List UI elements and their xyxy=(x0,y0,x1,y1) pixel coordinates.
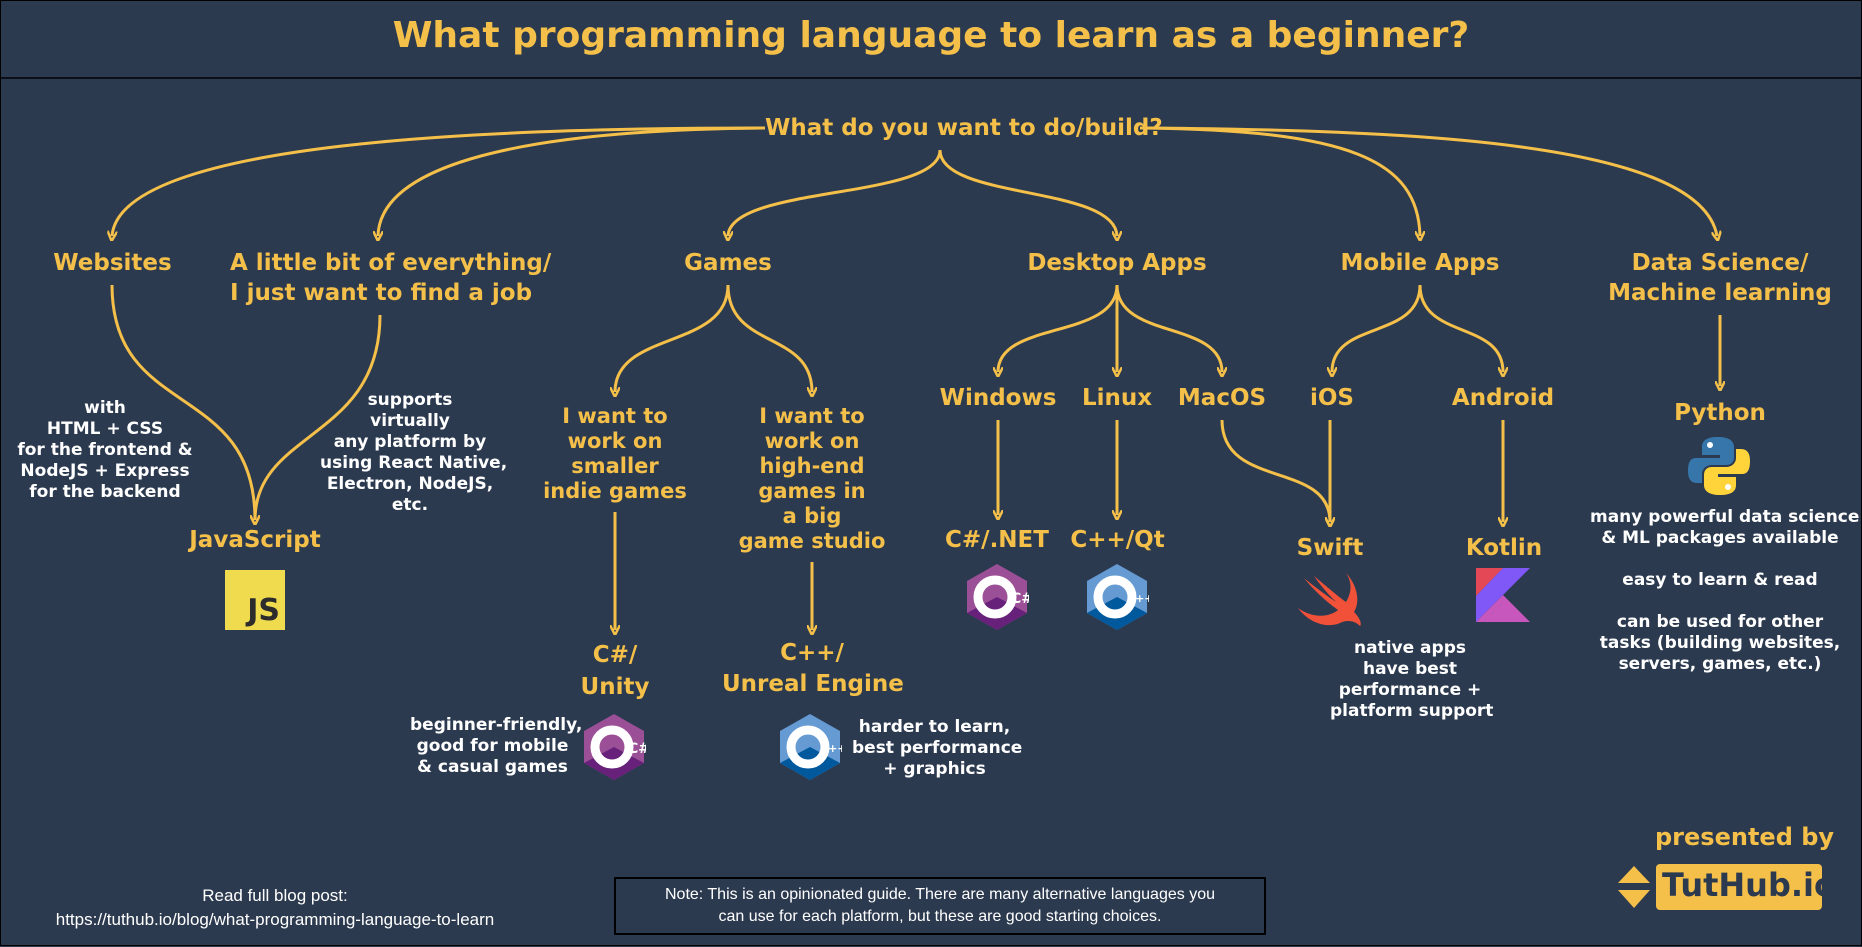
option-line: work on xyxy=(567,429,663,453)
language-cpp-unreal-line1: C++/ xyxy=(780,640,844,666)
note-line: harder to learn, xyxy=(858,717,1011,737)
note-line: using React Native, xyxy=(320,453,508,473)
note-line: + graphics xyxy=(883,759,986,779)
csharp-dotnet-logo-icon: C# xyxy=(967,564,1029,630)
cpp-logo-mark: C++ xyxy=(820,742,842,755)
note-line: good for mobile xyxy=(416,736,569,756)
presented-by-label: presented by xyxy=(1655,823,1835,851)
note-line xyxy=(1590,591,1850,612)
note-line: tasks (building websites, xyxy=(1599,633,1841,653)
option-line: work on xyxy=(764,429,860,453)
language-swift: Swift xyxy=(1296,535,1364,561)
brand-name: TutHub.io xyxy=(1662,866,1836,904)
language-csharp-dotnet: C#/.NET xyxy=(945,527,1049,553)
python-logo-icon xyxy=(1688,437,1750,495)
note-line: etc. xyxy=(391,495,429,515)
csharp-logo-icon: C# xyxy=(584,714,646,780)
language-kotlin: Kotlin xyxy=(1465,535,1543,561)
category-everything-line2: I just want to find a job xyxy=(230,280,533,306)
note-line: NodeJS + Express xyxy=(20,461,190,481)
note-line xyxy=(1590,549,1850,570)
option-line: smaller xyxy=(571,454,659,478)
desktop-linux: Linux xyxy=(1081,385,1153,411)
csharp-logo-mark: C# xyxy=(628,741,646,757)
note-line: many powerful data science xyxy=(1590,507,1860,527)
note-line: Note: This is an opinionated guide. Ther… xyxy=(665,886,1215,903)
unity-note: beginner-friendly, good for mobile & cas… xyxy=(410,715,583,778)
note-line: Electron, NodeJS, xyxy=(326,474,494,494)
option-line: a big xyxy=(782,504,842,528)
option-line: high-end xyxy=(759,454,865,478)
desktop-windows: Windows xyxy=(939,385,1057,411)
note-line: best performance xyxy=(852,738,1023,758)
category-everything-line1: A little bit of everything/ xyxy=(230,250,552,276)
category-mobile-apps: Mobile Apps xyxy=(1340,250,1500,276)
note-line: supports xyxy=(367,390,453,410)
note-line: any platform by xyxy=(333,432,487,452)
page-title: What programming language to learn as a … xyxy=(392,15,1470,56)
note-line: for the frontend & xyxy=(17,440,193,460)
tuthub-logo-icon xyxy=(1618,866,1650,908)
mobile-ios: iOS xyxy=(1309,385,1354,411)
note-line: HTML + CSS xyxy=(46,419,164,439)
language-cpp-unreal-line2: Unreal Engine xyxy=(722,671,904,697)
note-line: with xyxy=(84,398,126,418)
note-line: easy to learn & read xyxy=(1622,570,1818,590)
kotlin-logo-icon xyxy=(1476,568,1530,622)
option-line: games in xyxy=(758,479,866,503)
category-games: Games xyxy=(684,250,772,276)
note-line: servers, games, etc.) xyxy=(1618,654,1822,674)
category-data-science-line2: Machine learning xyxy=(1608,280,1832,306)
websites-note: with HTML + CSS for the frontend & NodeJ… xyxy=(10,398,200,503)
option-line: game studio xyxy=(738,529,886,553)
disclaimer-note: Note: This is an opinionated guide. Ther… xyxy=(614,877,1266,935)
note-line: can use for each platform, but these are… xyxy=(718,908,1162,925)
note-line: native apps xyxy=(1354,638,1466,658)
note-line: performance + xyxy=(1338,680,1482,700)
language-javascript: JavaScript xyxy=(189,527,321,553)
option-line: indie games xyxy=(543,479,687,503)
category-websites: Websites xyxy=(53,250,172,276)
brand-badge[interactable] xyxy=(1656,864,1822,910)
desktop-macos: MacOS xyxy=(1177,385,1267,411)
note-line: beginner-friendly, xyxy=(410,715,583,735)
blog-url-link[interactable]: https://tuthub.io/blog/what-programming-… xyxy=(55,910,495,929)
category-data-science-line1: Data Science/ xyxy=(1631,250,1809,276)
note-line: & casual games xyxy=(417,757,568,777)
cpp-logo-mark: C++ xyxy=(1127,592,1149,605)
option-line: I want to xyxy=(562,404,668,428)
language-csharp-unity-line1: C#/ xyxy=(592,642,638,668)
games-indie-option: I want to work on smaller indie games xyxy=(540,404,690,504)
note-line: can be used for other xyxy=(1616,612,1824,632)
option-line: I want to xyxy=(759,404,865,428)
note-line: have best xyxy=(1362,659,1458,679)
javascript-logo-icon: JS xyxy=(225,570,285,630)
csharp-logo-mark: C# xyxy=(1011,591,1029,607)
language-csharp-unity-line2: Unity xyxy=(580,674,650,700)
blog-label: Read full blog post: xyxy=(202,886,348,905)
everything-note: supports virtually any platform by using… xyxy=(320,390,508,516)
mobile-note: native apps have best performance + plat… xyxy=(1330,638,1494,722)
blog-link-block: Read full blog post: https://tuthub.io/b… xyxy=(10,884,540,932)
cpp-qt-logo-icon: C++ xyxy=(1087,564,1149,630)
games-studio-option: I want to work on high-end games in a bi… xyxy=(737,404,887,554)
category-desktop-apps: Desktop Apps xyxy=(1027,250,1207,276)
unreal-note: harder to learn, best performance + grap… xyxy=(852,717,1023,780)
cpp-logo-icon: C++ xyxy=(780,714,842,780)
mobile-android: Android xyxy=(1451,385,1555,411)
language-cpp-qt: C++/Qt xyxy=(1070,527,1165,553)
note-line: virtually xyxy=(370,411,450,431)
language-python: Python xyxy=(1674,400,1766,426)
python-note: many powerful data science & ML packages… xyxy=(1590,507,1860,675)
note-line: for the backend xyxy=(29,482,181,502)
javascript-logo-text: JS xyxy=(247,593,280,628)
root-question: What do you want to do/build? xyxy=(765,115,1163,141)
title-bar: What programming language to learn as a … xyxy=(0,0,1862,79)
note-line: & ML packages available xyxy=(1601,528,1839,548)
swift-logo-icon xyxy=(1298,573,1361,626)
note-line: platform support xyxy=(1330,701,1494,721)
